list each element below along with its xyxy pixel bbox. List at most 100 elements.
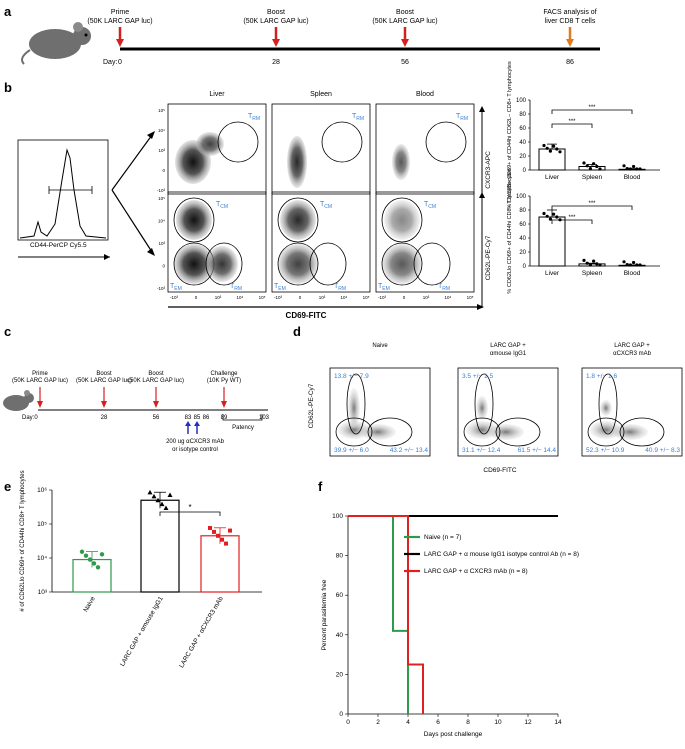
a-event-day: 28: [272, 59, 280, 66]
b-bar-yticklabel: 20: [519, 250, 526, 256]
e-yticklabel: 10⁶: [37, 487, 47, 494]
e-sig-text: *: [188, 503, 191, 512]
c-event-day: 28: [101, 415, 108, 421]
d-flow-frame: [329, 367, 431, 457]
c-event-sub: (50K LARC GAP luc): [12, 378, 68, 384]
b-top-ylabel: CXCR3-APC: [485, 151, 492, 189]
b-bar-category: Liver: [545, 174, 560, 181]
b-density: [280, 200, 316, 240]
b-tcm-label: TCM: [424, 201, 436, 210]
d-br-value: 40.9 +/− 8.3: [645, 447, 680, 454]
b-sig-text: ***: [588, 201, 596, 207]
e-category: Naive: [82, 595, 97, 613]
b-bar-point: [628, 167, 633, 171]
b-density: [384, 200, 420, 240]
b-sig-bracket: [551, 109, 633, 114]
c-event-sub: (50K LARC GAP luc): [128, 378, 184, 384]
f-legend-text: Naive (n = 7): [424, 534, 461, 541]
f-xlabel: Days post challenge: [424, 731, 483, 738]
d-gate-top: [598, 373, 618, 435]
f-yticklabel: 100: [332, 513, 343, 520]
b-trm-sub2: RM: [338, 286, 346, 292]
b-ytick: 10⁴: [158, 128, 165, 133]
c-event-title: Challenge: [210, 371, 238, 377]
b-trm-label2: TRM: [438, 283, 450, 292]
b-tcm-sub: CM: [428, 204, 436, 210]
a-event-title: Prime: [111, 9, 129, 16]
b-bar-yticklabel: 0: [523, 168, 527, 174]
b-density: [287, 136, 307, 188]
b-trm-sub: RM: [460, 116, 468, 122]
b-density: [382, 244, 422, 284]
f-series-line: [348, 515, 409, 714]
b-bar-point: [635, 263, 639, 267]
b-bar-point: [582, 161, 586, 165]
b-trm-label2: TRM: [230, 283, 242, 292]
b-tcm-label: TCM: [216, 201, 228, 210]
f-xticklabel: 8: [466, 719, 470, 726]
d-gate-bl: [587, 417, 625, 447]
d-plot-title: LARC GAP +: [490, 343, 526, 349]
mouse-icon-c: [3, 390, 34, 411]
b-bar-point: [632, 260, 636, 265]
b-xtick: -10³: [170, 295, 179, 300]
f-xticklabel: 10: [494, 719, 502, 726]
d-top-value: 3.5 +/− 1.5: [462, 373, 493, 380]
a-event-arrowhead: [116, 39, 124, 47]
f-xticklabel: 12: [524, 719, 532, 726]
f-xticklabel: 4: [406, 719, 410, 726]
e-bar: [200, 535, 240, 593]
b-gate-trm2: [309, 242, 347, 286]
c-event-title: Boost: [96, 371, 112, 377]
day-prefix-a: Day:: [103, 59, 117, 66]
a-event-day: 56: [401, 59, 409, 66]
b-trm-label2: TRM: [334, 283, 346, 292]
b-xtick: 10⁵: [363, 295, 370, 300]
f-yticklabel: 60: [336, 592, 344, 599]
b-xtick: 10⁵: [259, 295, 266, 300]
b-bar-point: [625, 263, 629, 267]
b-bar-ylabel: % CXCR3+ CD69+ of CD44hi CD62L− CD8+ T l…: [507, 61, 513, 209]
d-density: [488, 424, 524, 440]
b-flow-frame: [167, 103, 267, 195]
e-point: [79, 549, 85, 554]
d-density: [612, 424, 648, 440]
d-flow-frame: [581, 367, 683, 457]
d-br-value: 43.2 +/− 13.4: [390, 447, 429, 454]
b-bar-point: [588, 263, 593, 267]
b-bar-point: [588, 167, 593, 171]
b-xtick: 10⁴: [341, 295, 348, 300]
b-xlabel: CD69-FITC: [286, 311, 327, 320]
b-bar-point: [548, 217, 553, 221]
b-trm-sub: RM: [356, 116, 364, 122]
b-density: [392, 144, 410, 180]
b-bar-point: [592, 259, 596, 263]
c-day-85: 85: [194, 415, 201, 421]
b-density: [278, 244, 318, 284]
e-point: [163, 505, 169, 511]
b-bar-yticklabel: 100: [516, 194, 527, 200]
b-ytick: -10³: [157, 286, 166, 291]
d-gate-br: [367, 417, 413, 447]
f-xticklabel: 0: [346, 719, 350, 726]
b-ytick: 0: [162, 168, 165, 173]
b-density: [176, 200, 212, 240]
a-event-day: 0: [118, 59, 122, 66]
e-yticklabel: 10⁵: [37, 521, 47, 528]
b-flow-frame: [271, 191, 371, 293]
c-treatment: 200 ug αCXCR3 mAb: [166, 439, 224, 445]
e-yticklabel: 10⁴: [37, 555, 47, 562]
d-br-value: 61.5 +/− 14.4: [518, 447, 557, 454]
a-event-title: Boost: [396, 9, 414, 16]
b-gate-tem: [277, 242, 319, 286]
f-xticklabel: 2: [376, 719, 380, 726]
b-bar-category: Blood: [624, 174, 641, 181]
c-event-sub: (10K Py WT): [207, 378, 241, 384]
b-ytick: 10³: [158, 241, 165, 246]
b-xtick: 10³: [319, 295, 326, 300]
panel-label-e: e: [4, 479, 11, 494]
b-bar-category: Blood: [624, 270, 641, 277]
b-tem-sub: EM: [382, 286, 390, 292]
